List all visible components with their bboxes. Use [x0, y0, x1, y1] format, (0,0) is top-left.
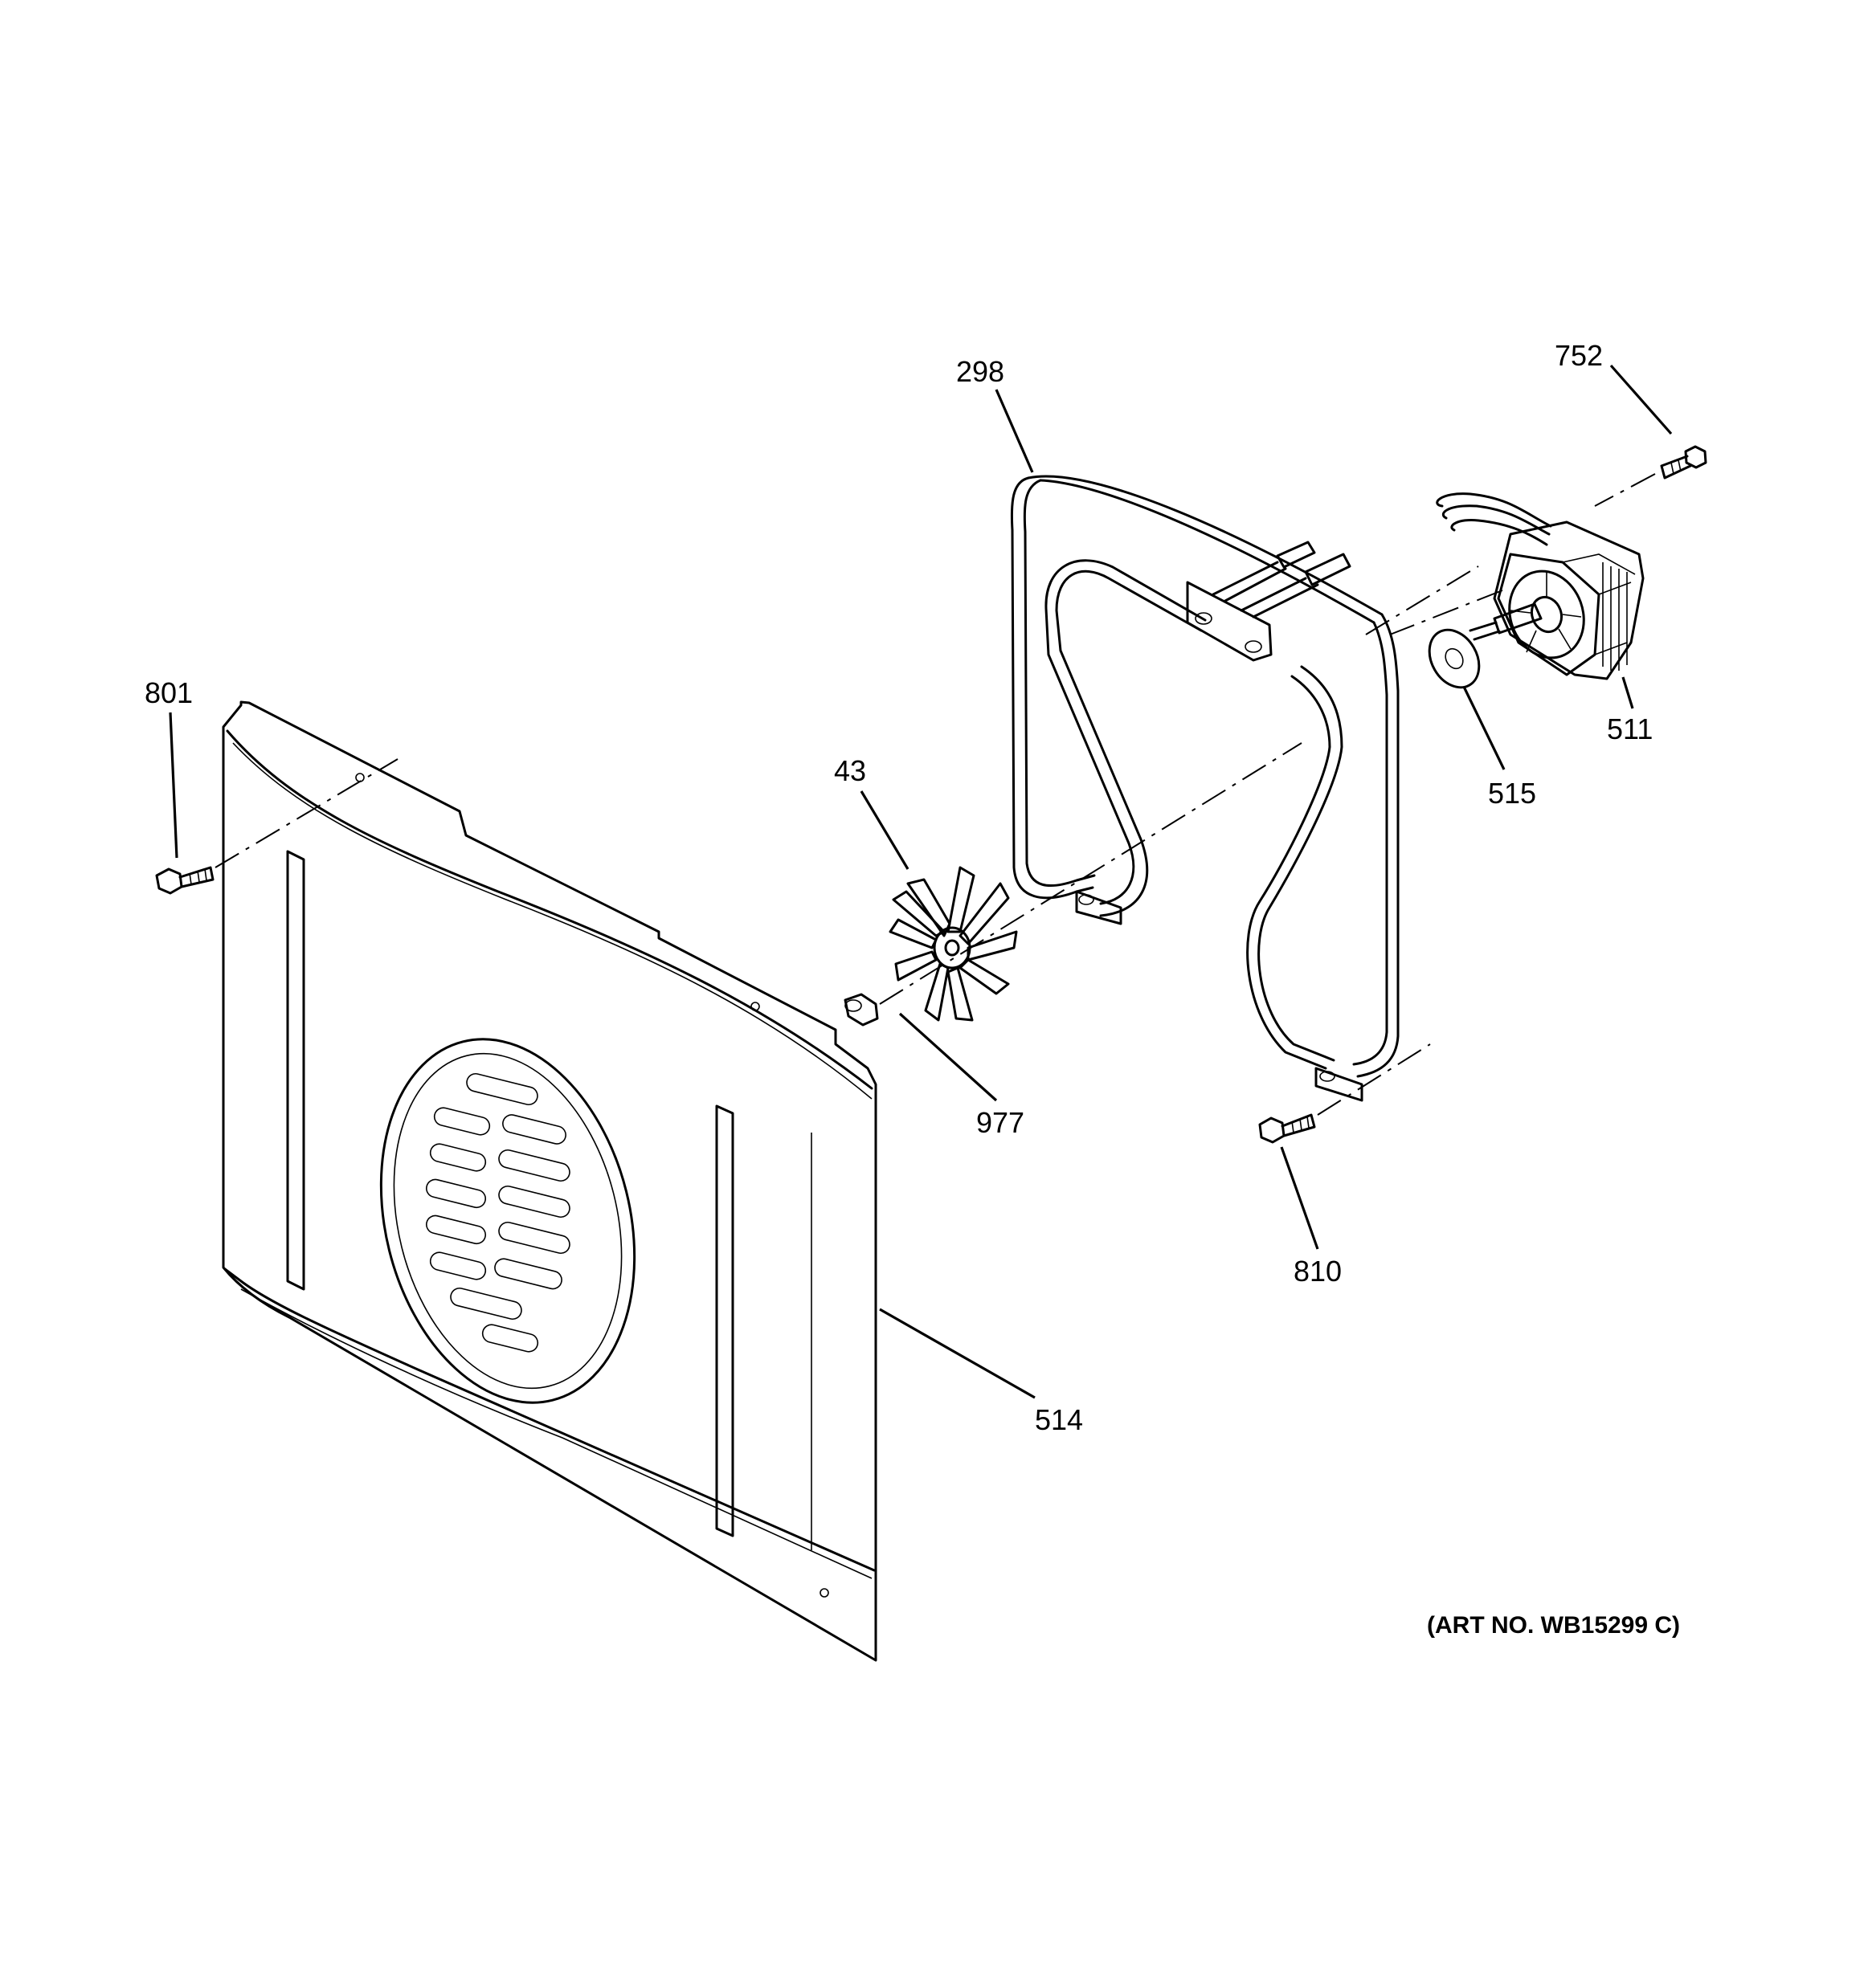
callout-511: 511	[1607, 712, 1653, 745]
fan-blade[interactable]	[889, 866, 1018, 1022]
callout-977: 977	[976, 1106, 1024, 1139]
callout-801: 801	[145, 676, 193, 709]
convection-cover-panel[interactable]	[222, 700, 877, 1662]
callout-514: 514	[1035, 1403, 1083, 1436]
callout-298: 298	[956, 355, 1004, 388]
fan-grille	[379, 1038, 636, 1404]
nut-977[interactable]	[844, 993, 879, 1027]
callout-810: 810	[1294, 1255, 1342, 1288]
fan-motor[interactable]	[1436, 492, 1645, 680]
callout-752: 752	[1555, 339, 1603, 372]
washer-515[interactable]	[1420, 621, 1489, 696]
screw-810[interactable]	[1258, 1113, 1316, 1144]
art-number: (ART NO. WB15299 C)	[1427, 1612, 1680, 1639]
callout-43: 43	[834, 754, 866, 787]
heating-element[interactable]	[1010, 475, 1400, 1102]
callout-515: 515	[1488, 777, 1536, 810]
screw-752[interactable]	[1660, 445, 1707, 480]
screw-801[interactable]	[155, 866, 215, 895]
